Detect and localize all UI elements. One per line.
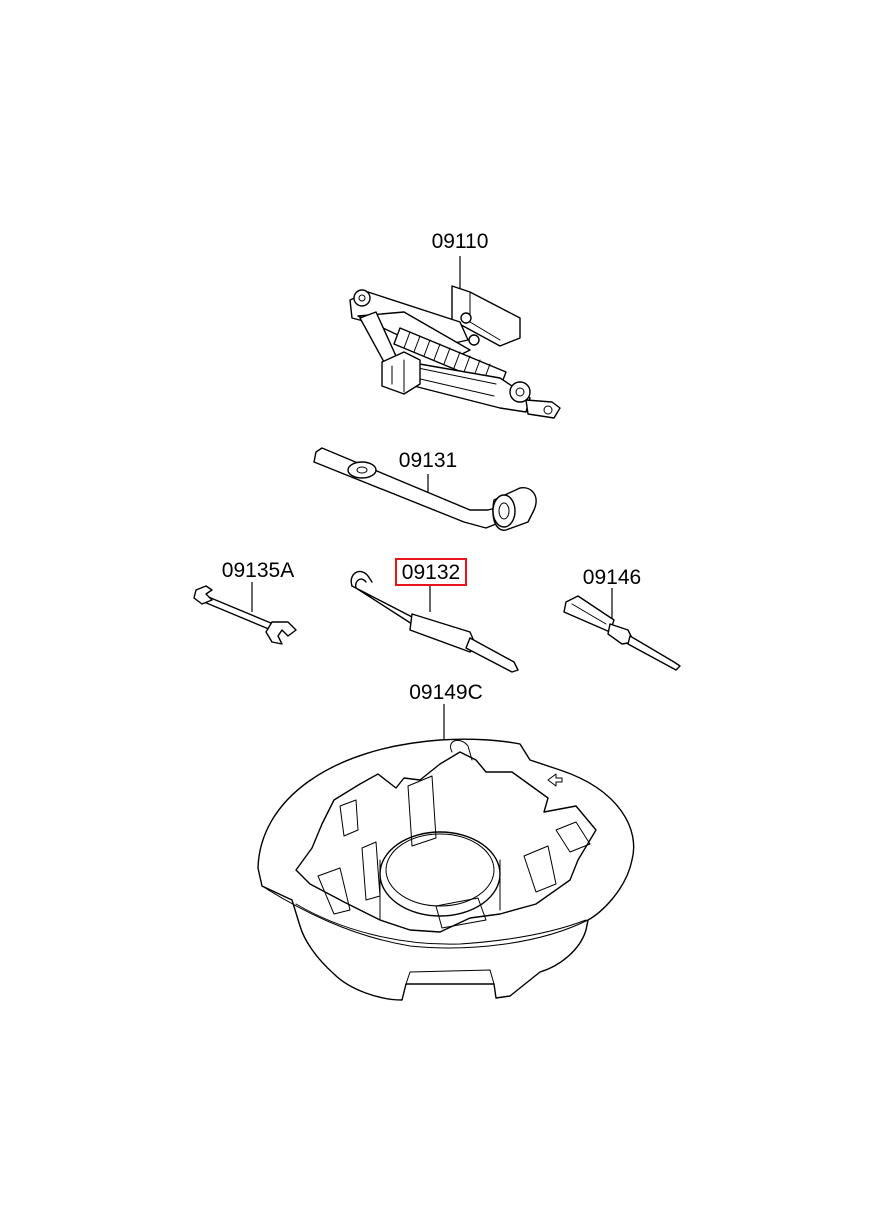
wrench-handle-label[interactable]: 09131 (399, 449, 457, 472)
towing-hook-label[interactable]: 09132 (402, 561, 460, 584)
towing-hook-drawing[interactable] (350, 570, 519, 673)
spanner-label[interactable]: 09135A (222, 559, 294, 582)
jack-drawing[interactable] (349, 256, 561, 419)
wrench-handle-drawing[interactable] (313, 447, 537, 531)
highlight-box (395, 558, 467, 586)
spanner-drawing[interactable] (193, 582, 297, 645)
jack-label[interactable]: 09110 (432, 230, 489, 253)
screwdriver-drawing[interactable] (563, 588, 681, 671)
screwdriver-label[interactable]: 09146 (583, 566, 641, 589)
tool-tray-drawing[interactable] (257, 704, 635, 1001)
tool-tray-label[interactable]: 09149C (409, 681, 483, 704)
